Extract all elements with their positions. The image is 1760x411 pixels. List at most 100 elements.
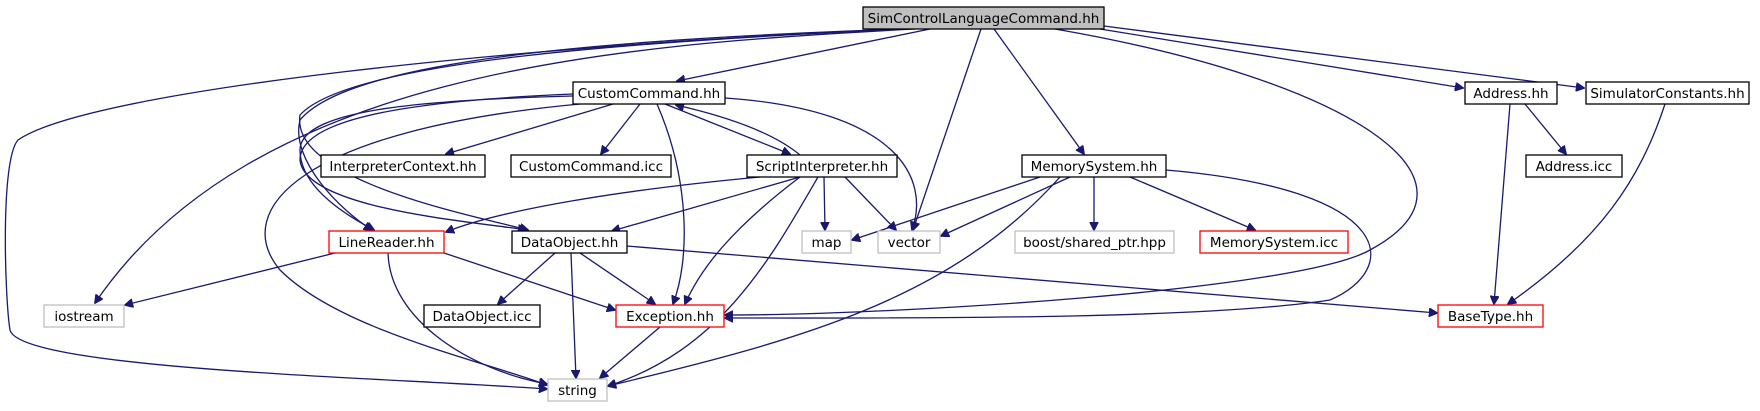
node-label: iostream (54, 309, 113, 325)
edge-cc-to-do (299, 93, 574, 230)
node-label: SimControlLanguageCommand.hh (868, 11, 1100, 27)
node-box (572, 81, 726, 105)
node-box (615, 304, 725, 328)
node-label: CustomCommand.hh (578, 86, 721, 102)
node-box (43, 304, 125, 328)
node-box (1199, 230, 1349, 254)
node-label: string (558, 383, 597, 399)
node-label: DataObject.hh (521, 235, 619, 251)
file-nodes: SimControlLanguageCommand.hh CustomComma… (43, 6, 1750, 402)
node-box (511, 230, 628, 254)
node-label: vector (888, 235, 931, 251)
node-dataobject-hh[interactable]: DataObject.hh (511, 230, 628, 254)
node-simcontrollanguagecommand-hh[interactable]: SimControlLanguageCommand.hh (862, 6, 1105, 30)
edge-cc-to-ic (446, 103, 614, 154)
node-label: MemorySystem.icc (1210, 235, 1338, 251)
node-box (746, 154, 898, 178)
node-label: boost/shared_ptr.hpp (1023, 235, 1166, 251)
node-label: Address.icc (1536, 159, 1613, 175)
node-interpretercontext-hh[interactable]: InterpreterContext.hh (320, 154, 486, 178)
node-memorysystem-hh[interactable]: MemorySystem.hh (1021, 154, 1167, 178)
edge-ms-to-vector (941, 176, 1071, 236)
edge-main-to-addr (1099, 28, 1463, 88)
node-boost-shared-ptr-hpp[interactable]: boost/shared_ptr.hpp (1014, 230, 1175, 254)
edge-si-to-string (608, 176, 819, 386)
edge-addr-to-bt (1494, 103, 1511, 304)
node-box (1585, 81, 1750, 105)
edge-lr-to-exc (443, 252, 615, 310)
node-label: map (812, 235, 842, 251)
node-box (320, 154, 486, 178)
node-vector[interactable]: vector (877, 230, 941, 254)
node-linereader-hh[interactable]: LineReader.hh (328, 230, 445, 254)
edge-cc-to-ccicc (601, 103, 641, 154)
edge-ms-to-exc (725, 169, 1372, 318)
node-scriptinterpreter-hh[interactable]: ScriptInterpreter.hh (746, 154, 898, 178)
node-address-hh[interactable]: Address.hh (1464, 81, 1558, 105)
edge-main-to-cc (677, 28, 931, 81)
edge-lr-to-string (387, 252, 547, 384)
edge-si-to-cc (676, 105, 801, 156)
edge-cc-to-vector (724, 97, 917, 230)
edge-main-to-simc (1103, 25, 1584, 88)
node-box (1525, 154, 1623, 178)
node-simulatorconstants-hh[interactable]: SimulatorConstants.hh (1585, 81, 1750, 105)
node-box (547, 378, 608, 402)
edge-main-to-ms (993, 28, 1084, 154)
node-label: DataObject.icc (432, 309, 531, 325)
edge-si-to-lr (446, 176, 761, 232)
node-memorysystem-icc[interactable]: MemorySystem.icc (1199, 230, 1349, 254)
node-label: ScriptInterpreter.hh (756, 159, 888, 175)
node-dataobject-icc[interactable]: DataObject.icc (423, 304, 541, 328)
node-label: SimulatorConstants.hh (1590, 86, 1744, 102)
node-box (877, 230, 941, 254)
edge-si-to-do (612, 176, 801, 231)
edge-si-to-exc (685, 176, 801, 304)
node-label: BaseType.hh (1448, 309, 1533, 325)
node-label: InterpreterContext.hh (329, 159, 476, 175)
node-label: Address.hh (1473, 86, 1548, 102)
node-box (801, 230, 852, 254)
edge-simc-to-bt (1508, 103, 1666, 304)
edge-cc-to-exc (656, 103, 685, 304)
edge-do-to-exc (579, 252, 655, 304)
node-box (1464, 81, 1558, 105)
node-address-icc[interactable]: Address.icc (1525, 154, 1623, 178)
edge-main-to-lr (298, 28, 903, 230)
node-exception-hh[interactable]: Exception.hh (615, 304, 725, 328)
node-iostream[interactable]: iostream (43, 304, 125, 328)
node-label: MemorySystem.hh (1031, 159, 1158, 175)
node-label: Exception.hh (626, 309, 714, 325)
node-box (510, 154, 672, 178)
edge-cc-to-string (264, 103, 581, 385)
node-customcommand-hh[interactable]: CustomCommand.hh (572, 81, 726, 105)
edge-addr-to-addricc (1524, 103, 1566, 154)
edge-si-to-map (824, 176, 825, 230)
node-basetype-hh[interactable]: BaseType.hh (1437, 304, 1544, 328)
edge-lr-to-iostream (125, 252, 336, 305)
node-customcommand-icc[interactable]: CustomCommand.icc (510, 154, 672, 178)
node-label: LineReader.hh (338, 235, 434, 251)
dependency-edges (4, 25, 1666, 389)
node-map[interactable]: map (801, 230, 852, 254)
node-label: CustomCommand.icc (519, 159, 663, 175)
edge-main-to-vector (913, 28, 982, 230)
edge-ms-to-msicc (1129, 176, 1255, 230)
edge-do-to-bt (626, 245, 1437, 313)
edge-ms-to-string (608, 176, 1061, 386)
edge-do-to-doicc (498, 252, 556, 304)
node-box (1437, 304, 1544, 328)
node-string[interactable]: string (547, 378, 608, 402)
edge-main-to-do (299, 28, 901, 230)
edge-main-to-string (4, 28, 906, 389)
edge-do-to-string (570, 252, 576, 378)
edge-main-to-iostream (95, 28, 916, 303)
edge-cc-to-si (664, 103, 790, 154)
edge-si-to-vector (844, 176, 896, 230)
node-box (1014, 230, 1175, 254)
node-box (423, 304, 541, 328)
node-box (328, 230, 445, 254)
node-box (1021, 154, 1167, 178)
edge-ms-to-map (852, 176, 1041, 240)
